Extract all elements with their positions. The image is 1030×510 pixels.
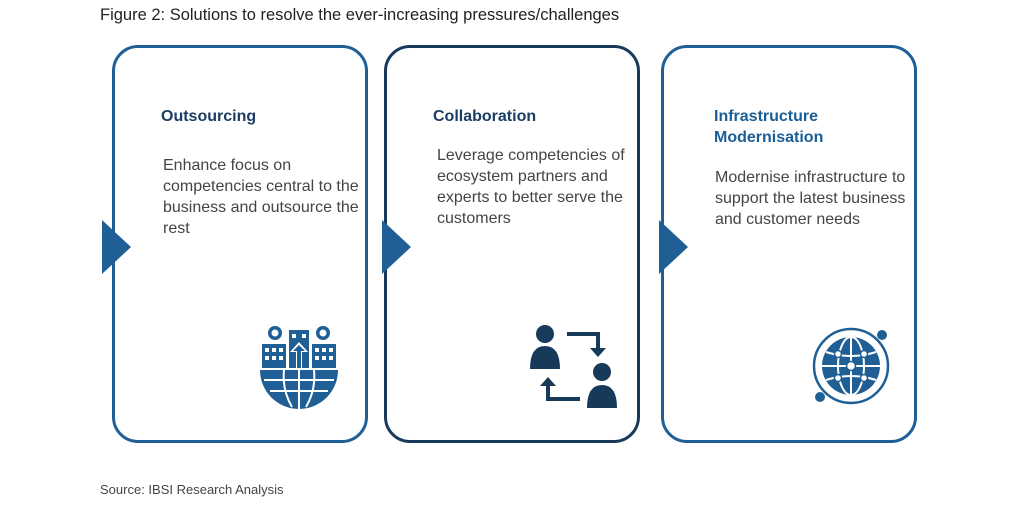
network-globe-icon (812, 327, 890, 405)
card-heading: Infrastructure Modernisation (714, 108, 824, 146)
globe-buildings-people-icon (260, 326, 338, 409)
arrow-right-icon (382, 220, 411, 274)
card-heading: Outsourcing (161, 108, 257, 125)
arrow-right-icon (102, 220, 131, 274)
card-collaboration: Collaboration Leverage competencies of e… (384, 45, 640, 443)
card-heading: Collaboration (433, 108, 537, 125)
card-outsourcing: Outsourcing Enhance focus on competencie… (112, 45, 368, 443)
figure-title: Figure 2: Solutions to resolve the ever-… (100, 6, 620, 24)
people-exchange-icon (530, 325, 617, 408)
card-description: Leverage competencies of ecosystem partn… (437, 147, 625, 227)
arrow-right-icon (659, 220, 688, 274)
card-description: Enhance focus on competencies central to… (163, 157, 359, 237)
card-infrastructure-modernisation: Infrastructure Modernisation Modernise i… (661, 45, 917, 443)
card-description: Modernise infrastructure to support the … (715, 169, 906, 228)
source-caption: Source: IBSI Research Analysis (100, 482, 284, 497)
